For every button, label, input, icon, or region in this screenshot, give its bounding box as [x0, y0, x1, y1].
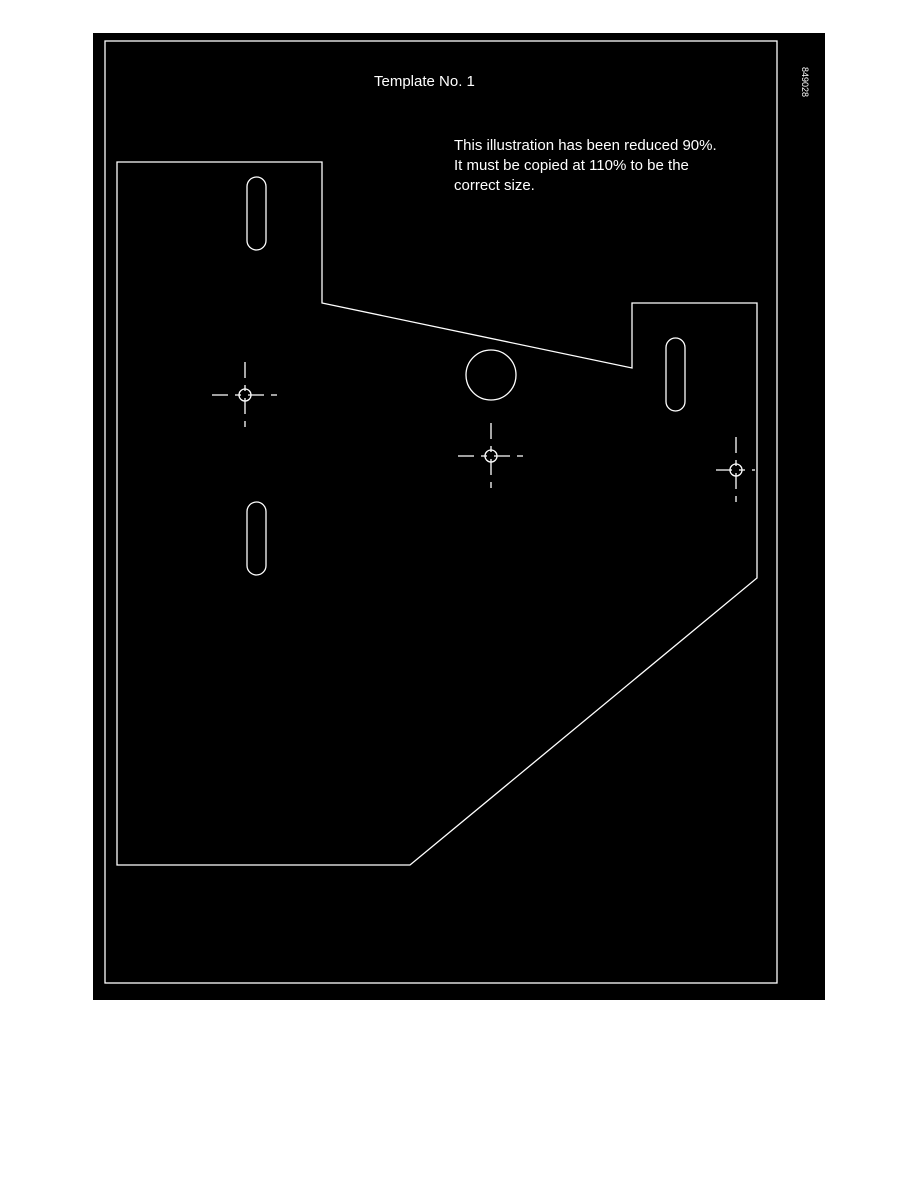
outer-frame [104, 40, 778, 984]
note-line-2: It must be copied at 110% to be the [454, 157, 689, 174]
crosshair-right [716, 437, 755, 503]
note-line-3: correct size. [454, 177, 535, 194]
template-outline [116, 161, 758, 866]
figure-id: 849028 [800, 67, 810, 97]
slot-upper-left [246, 176, 267, 251]
template-diagram: 849028 Template No. 1 This illustration … [104, 40, 810, 984]
slot-lower-left [246, 501, 267, 576]
crosshair-center [458, 423, 525, 489]
round-hole [465, 349, 517, 401]
template-panel: 849028 Template No. 1 This illustration … [93, 33, 825, 1000]
template-title: Template No. 1 [374, 73, 475, 90]
note-line-1: This illustration has been reduced 90%. [454, 137, 717, 154]
crosshair-left [212, 362, 279, 429]
slot-right [665, 337, 686, 412]
